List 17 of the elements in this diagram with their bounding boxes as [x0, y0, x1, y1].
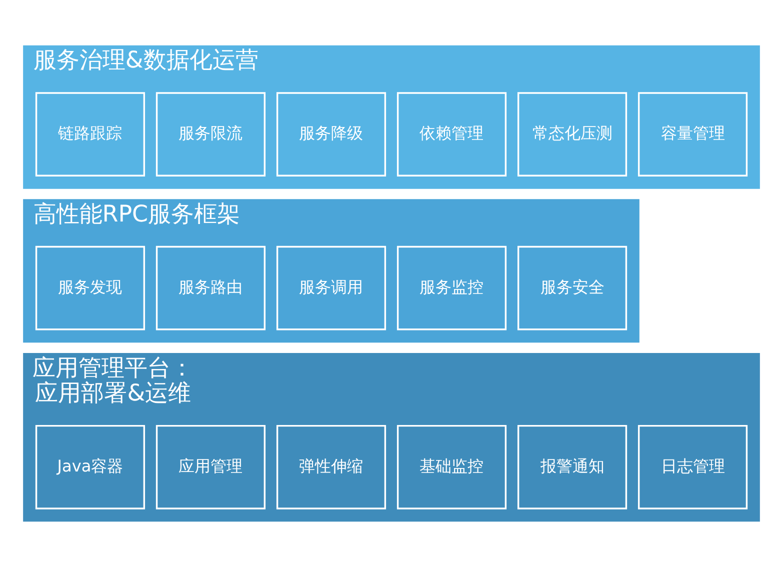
- node-box: Java容器: [35, 424, 146, 509]
- node-box: 常态化压测: [517, 92, 628, 176]
- node-box: 报警通知: [517, 424, 628, 509]
- node-box: 应用管理: [156, 424, 266, 509]
- node-box: 服务调用: [276, 245, 386, 330]
- node-box: 依赖管理: [396, 92, 507, 176]
- node-box: 容量管理: [638, 92, 748, 176]
- node-box: 链路跟踪: [35, 92, 146, 176]
- node-box: 服务限流: [156, 92, 266, 176]
- node-box: 服务安全: [517, 245, 628, 330]
- node-box: 弹性伸缩: [276, 424, 386, 509]
- node-box: 服务监控: [396, 245, 507, 330]
- node-box: 服务发现: [35, 245, 146, 330]
- node-box: 日志管理: [638, 424, 748, 509]
- node-box: 基础监控: [396, 424, 507, 509]
- node-box: 服务路由: [156, 245, 266, 330]
- node-box: 服务降级: [276, 92, 386, 176]
